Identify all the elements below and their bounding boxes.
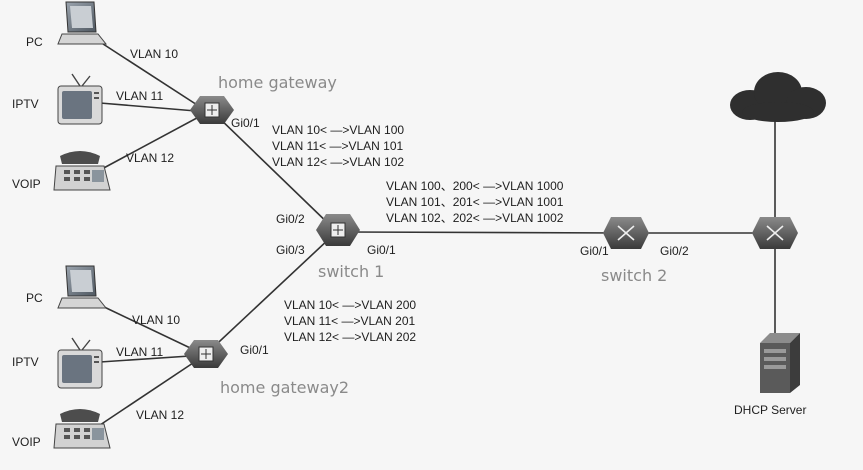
phone-icon xyxy=(53,151,111,191)
mapping-line: VLAN 101、201< —>VLAN 1001 xyxy=(386,195,564,209)
gateway-switch-icon xyxy=(184,340,228,368)
server-icon xyxy=(760,333,800,393)
port-label: Gi0/1 xyxy=(367,243,396,257)
port-label: Gi0/1 xyxy=(580,244,609,258)
switch-icon xyxy=(316,214,360,246)
link-gw2-sw1 xyxy=(204,237,331,356)
port-label: Gi0/3 xyxy=(276,243,305,257)
mapping-line: VLAN 102、202< —>VLAN 1002 xyxy=(386,211,564,225)
cloud-icon xyxy=(730,72,826,122)
mapping-line: VLAN 10< —>VLAN 200 xyxy=(284,298,417,312)
device-label-voip: VOIP xyxy=(12,435,41,449)
link-sw1-sw2 xyxy=(344,231,626,234)
port-label: Gi0/1 xyxy=(231,116,260,130)
device-label-voip: VOIP xyxy=(12,177,41,191)
link-pc2-gw2 xyxy=(99,304,206,356)
laptop-icon xyxy=(57,1,108,45)
port-label: Gi0/2 xyxy=(276,212,305,226)
link-voip1-gw1 xyxy=(99,111,209,171)
mapping-line: VLAN 11< —>VLAN 201 xyxy=(284,314,416,328)
device-label-pc: PC xyxy=(26,35,43,49)
device-label-iptv: IPTV xyxy=(12,97,39,111)
link-label-vlan: VLAN 12 xyxy=(126,151,175,165)
device-label-iptv: IPTV xyxy=(12,355,39,369)
port-label: Gi0/2 xyxy=(660,244,689,258)
link-label-vlan: VLAN 11 xyxy=(116,89,164,103)
mapping-line: VLAN 11< —>VLAN 101 xyxy=(272,139,404,153)
phone-icon xyxy=(53,409,111,449)
laptop-icon xyxy=(57,265,108,309)
link-label-vlan: VLAN 11 xyxy=(116,345,164,359)
device-label-dhcp-server: DHCP Server xyxy=(734,403,807,417)
router-icon xyxy=(752,217,798,249)
router-icon xyxy=(603,217,649,249)
mapping-line: VLAN 12< —>VLAN 202 xyxy=(284,330,417,344)
tv-icon xyxy=(57,73,103,125)
mapping-line: VLAN 10< —>VLAN 100 xyxy=(272,123,405,137)
switch-label: switch 1 xyxy=(318,262,385,281)
link-label-vlan: VLAN 10 xyxy=(130,47,179,61)
gateway-switch-icon xyxy=(190,96,234,124)
mapping-line: VLAN 100、200< —>VLAN 1000 xyxy=(386,179,564,193)
switch-label: switch 2 xyxy=(601,266,668,285)
link-label-vlan: VLAN 12 xyxy=(136,408,185,422)
mapping-line: VLAN 12< —>VLAN 102 xyxy=(272,155,405,169)
device-label-pc: PC xyxy=(26,291,43,305)
port-label: Gi0/1 xyxy=(240,343,269,357)
gateway-label: home gateway2 xyxy=(220,378,350,397)
tv-icon xyxy=(57,337,103,389)
connection-lines xyxy=(99,41,776,426)
link-label-vlan: VLAN 10 xyxy=(132,313,181,327)
link-pc1-gw1 xyxy=(99,41,209,113)
gateway-label: home gateway xyxy=(218,73,337,92)
vlan-mapping-switch1: VLAN 100、200< —>VLAN 1000 VLAN 101、201< … xyxy=(386,178,563,226)
vlan-mapping-gateway1: VLAN 10< —>VLAN 100 VLAN 11< —>VLAN 101 … xyxy=(272,122,404,170)
link-gw1-sw1 xyxy=(214,113,336,231)
link-voip2-gw2 xyxy=(99,354,206,426)
link-iptv1-gw1 xyxy=(99,102,209,113)
vlan-mapping-gateway2: VLAN 10< —>VLAN 200 VLAN 11< —>VLAN 201 … xyxy=(284,297,416,345)
